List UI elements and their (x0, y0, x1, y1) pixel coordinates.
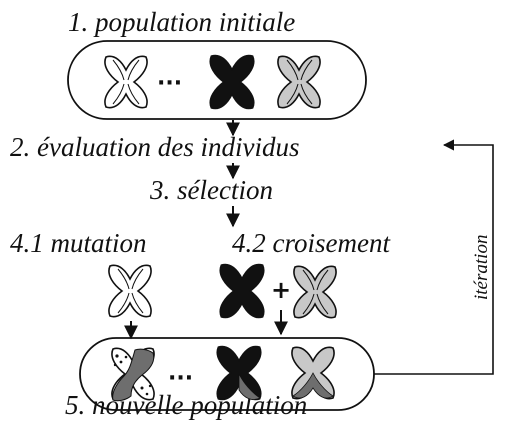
step-selection: 3. sélection (149, 175, 273, 205)
step-initial-population: 1. population initiale (68, 7, 295, 37)
iteration-label: itération (471, 235, 492, 300)
crossover-parent-gray (293, 265, 337, 319)
step-crossover: 4.2 croisement (232, 228, 391, 258)
initial-ellipsis: ··· (157, 71, 182, 96)
new-child-gray (291, 346, 335, 400)
initial-chromosome-white (104, 55, 148, 109)
crossover-parent-black (219, 263, 265, 319)
iteration-loop-arrow (374, 139, 494, 375)
step-new-population: 5. nouvelle population (65, 390, 307, 420)
step-evaluation: 2. évaluation des individus (10, 132, 299, 162)
mutation-chromosome (108, 264, 152, 318)
new-ellipsis: ··· (168, 366, 193, 391)
initial-chromosome-black (209, 54, 255, 110)
initial-chromosome-light-gray (277, 55, 321, 109)
step-mutation: 4.1 mutation (10, 228, 147, 258)
crossover-plus: + (271, 276, 291, 304)
new-mutated-chromosome (111, 347, 155, 402)
new-child-black-gray (216, 345, 262, 401)
initial-population-box (67, 40, 367, 120)
